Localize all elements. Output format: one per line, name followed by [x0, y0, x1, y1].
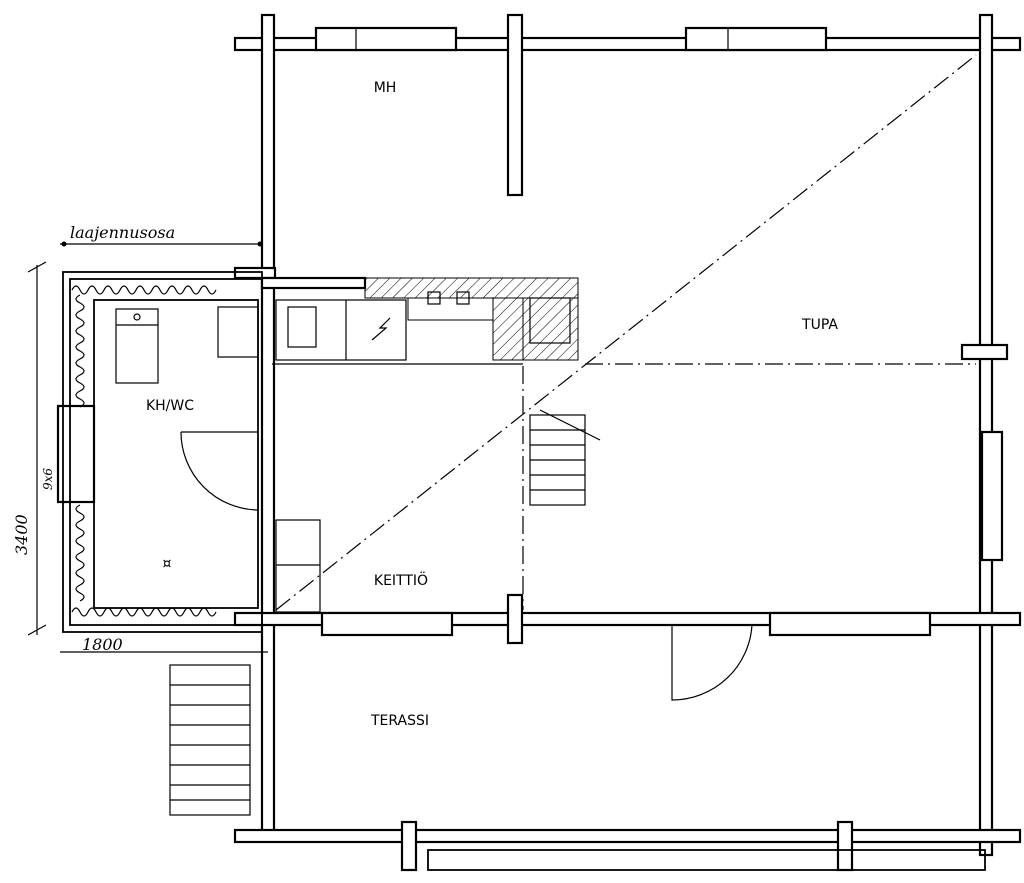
kitchen-fixtures — [275, 277, 579, 613]
windows — [56, 26, 1004, 637]
roof-lines — [272, 54, 977, 611]
terrace — [169, 624, 753, 816]
room-label-terassi: TERASSI — [370, 713, 429, 729]
room-label-khwc: KH/WC — [146, 398, 194, 414]
width-dimension: 1800 — [82, 635, 123, 654]
room-label-tupa: TUPA — [801, 317, 838, 333]
bathroom-extension: KH/WC ¤ — [62, 271, 263, 633]
room-label-mh: MH — [374, 80, 397, 96]
room-label-keittio: KEITTIÖ — [374, 571, 428, 589]
window-size: 9x6 — [41, 468, 55, 490]
height-dimension: 3400 — [12, 514, 31, 555]
dimensions: laajennusosa 3400 9x6 1800 — [12, 223, 268, 654]
exterior-walls — [233, 13, 1022, 872]
terrace-step — [427, 849, 986, 871]
interior-stairs — [529, 409, 601, 506]
extension-label: laajennusosa — [70, 223, 175, 242]
floor-drain-icon: ¤ — [163, 556, 172, 572]
